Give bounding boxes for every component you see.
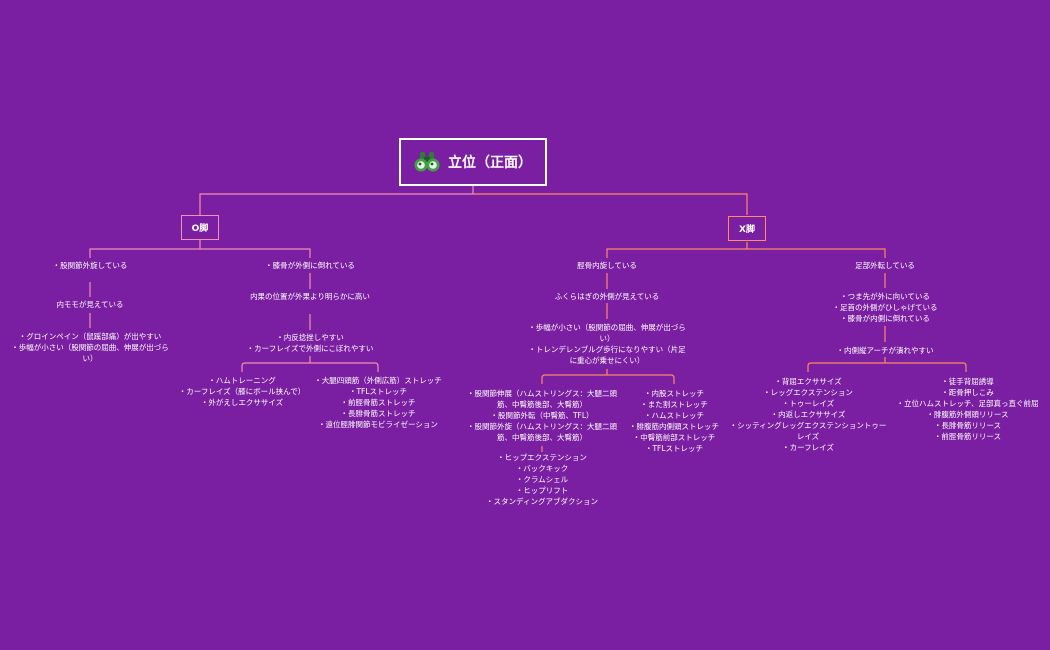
x-tibia-sub2-node[interactable]: ・歩幅が小さい（股関節の屈曲、伸展が出づら い） ・トレンデレンブルグ歩行になり… <box>527 322 687 366</box>
list-item: ・徒手背屈誘導 <box>941 377 994 386</box>
x-foot-left-list[interactable]: ・背屈エクササイズ ・レッグエクステンション ・トゥーレイズ ・内返しエクササイ… <box>728 376 888 453</box>
x-foot-right-list[interactable]: ・徒手背屈誘導 ・距骨押しこみ ・立位ハムストレッチ、足部真っ直ぐ前屈 ・腓腹筋… <box>895 376 1040 442</box>
o-hip-sub-node[interactable]: 内モモが見えている <box>20 299 160 310</box>
o-hip-items-node[interactable]: ・グロインペイン（鼠蹊部痛）が出やすい ・歩幅が小さい（股関節の屈曲、伸展が出づ… <box>5 331 175 364</box>
list-item: ・トゥーレイズ <box>781 399 835 408</box>
list-item: ・外がえしエクササイズ <box>200 398 284 407</box>
o-hip-node[interactable]: ・股関節外旋している <box>20 260 160 271</box>
o-patella-sub1-node[interactable]: 内果の位置が外果より明らかに高い <box>230 291 390 302</box>
binoculars-icon <box>414 152 440 172</box>
o-leg-node[interactable]: O脚 <box>181 215 219 240</box>
x-foot-node[interactable]: 足部外転している <box>825 260 945 271</box>
list-item: ・スタンディングアブダクション <box>486 497 598 506</box>
list-item: ・グロインペイン（鼠蹊部痛）が出やすい <box>18 332 162 341</box>
list-item: ・レッグエクステンション <box>763 388 853 397</box>
x-tibia-left-list[interactable]: ・股関節伸展（ハムストリングス：大腿二頭 筋、中臀筋後部、大臀筋） ・股関節外転… <box>467 388 617 443</box>
list-item: レイズ <box>796 432 820 441</box>
list-item: い） <box>599 334 615 343</box>
list-item: ・シッティングレッグエクステンショントゥー <box>729 421 887 430</box>
list-item: ・ハムトレーニング <box>208 376 276 385</box>
list-item: ・前脛骨筋ストレッチ <box>340 398 416 407</box>
x-foot-title: 足部外転している <box>855 261 915 270</box>
list-item: ・カーフレイズ（膝にボール挟んで） <box>178 387 306 396</box>
list-item: ・腓腹筋内側頭ストレッチ <box>629 422 719 431</box>
list-item: ・また割ストレッチ <box>640 400 708 409</box>
x-tibia-left-list2[interactable]: ・ヒップエクステンション ・バックキック ・クラムシェル ・ヒップリフト ・スタ… <box>482 452 602 507</box>
list-item: ・TFLストレッチ <box>644 444 704 453</box>
list-item: い） <box>82 354 98 363</box>
o-hip-sub: 内モモが見えている <box>56 300 124 309</box>
list-item: ・カーフレイズ <box>782 443 834 452</box>
list-item: ・距骨押しこみ <box>941 388 994 397</box>
list-item: ・遠位脛腓関節モビライゼーション <box>318 420 438 429</box>
list-item: ・股関節外転（中臀筋、TFL） <box>490 411 594 420</box>
x-tibia-right-list[interactable]: ・内股ストレッチ ・また割ストレッチ ・ハムストレッチ ・腓腹筋内側頭ストレッチ… <box>624 388 724 454</box>
list-item: ・腓腹筋外側頭リリース <box>926 410 1009 419</box>
list-item: ・膝骨が内側に倒れている <box>840 314 930 323</box>
list-item: ・前脛骨筋リリース <box>933 432 1002 441</box>
list-item: ・中臀筋前部ストレッチ <box>632 433 716 442</box>
list-item: ・内反捻挫しやすい <box>276 333 344 342</box>
x-tibia-title: 脛骨内旋している <box>577 261 637 270</box>
list-item: ・TFLストレッチ <box>348 387 408 396</box>
o-patella-sub1: 内果の位置が外果より明らかに高い <box>250 292 370 301</box>
x-foot-sub2-node[interactable]: ・内側縦アーチが潰れやすい <box>825 345 945 356</box>
list-item: に重心が乗せにくい） <box>569 356 645 365</box>
x-leg-node[interactable]: X脚 <box>728 216 766 241</box>
o-patella-sub2-node[interactable]: ・内反捻挫しやすい ・カーフレイズで外側にこぼれやすい <box>240 332 380 354</box>
x-tibia-node[interactable]: 脛骨内旋している <box>547 260 667 271</box>
root-title: 立位（正面） <box>448 155 532 171</box>
list-item: ・カーフレイズで外側にこぼれやすい <box>246 344 374 353</box>
x-foot-sub1-node[interactable]: ・つま先が外に向いている ・足首の外側がひしゃげている ・膝骨が内側に倒れている <box>815 291 955 324</box>
list-item: ・ハムストレッチ <box>644 411 704 420</box>
list-item: ・股関節外旋（ハムストリングス：大腿二頭 <box>467 422 617 431</box>
x-foot-sub2: ・内側縦アーチが潰れやすい <box>836 346 934 355</box>
x-leg-label: X脚 <box>739 225 755 235</box>
list-item: ・クラムシェル <box>515 475 569 484</box>
list-item: ・トレンデレンブルグ歩行になりやすい（片足 <box>528 345 686 354</box>
root-node[interactable]: 立位（正面） <box>399 138 547 186</box>
list-item: ・バックキック <box>515 464 569 473</box>
o-hip-title: ・股関節外旋している <box>52 261 128 270</box>
list-item: ・大腿四頭筋（外側広筋）ストレッチ <box>314 376 442 385</box>
x-tibia-sub1: ふくらはぎの外側が見えている <box>554 292 660 301</box>
list-item: ・股関節伸展（ハムストリングス：大腿二頭 <box>467 389 617 398</box>
o-patella-title: ・膝骨が外側に倒れている <box>265 261 355 270</box>
list-item: ・ヒップリフト <box>515 486 569 495</box>
list-item: ・長腓骨筋リリース <box>933 421 1002 430</box>
o-patella-right-list[interactable]: ・大腿四頭筋（外側広筋）ストレッチ ・TFLストレッチ ・前脛骨筋ストレッチ ・… <box>313 375 443 430</box>
o-patella-node[interactable]: ・膝骨が外側に倒れている <box>240 260 380 271</box>
list-item: ・足首の外側がひしゃげている <box>832 303 938 312</box>
list-item: ・内股ストレッチ <box>644 389 704 398</box>
list-item: ・歩幅が小さい（股関節の屈曲、伸展が出づら <box>528 323 686 332</box>
x-tibia-sub1-node[interactable]: ふくらはぎの外側が見えている <box>537 291 677 302</box>
list-item: ・背屈エクササイズ <box>774 377 842 386</box>
list-item: 筋、中臀筋後部、大臀筋） <box>497 400 587 409</box>
o-leg-label: O脚 <box>191 224 209 234</box>
list-item: 筋、中臀筋後部、大臀筋） <box>497 433 587 442</box>
list-item: ・内返しエクササイズ <box>770 410 846 419</box>
o-patella-left-list[interactable]: ・ハムトレーニング ・カーフレイズ（膝にボール挟んで） ・外がえしエクササイズ <box>177 375 307 408</box>
list-item: ・ヒップエクステンション <box>497 453 587 462</box>
list-item: ・つま先が外に向いている <box>840 292 930 301</box>
list-item: ・長腓骨筋ストレッチ <box>340 409 416 418</box>
list-item: ・歩幅が小さい（股関節の屈曲、伸展が出づら <box>11 343 169 352</box>
list-item: ・立位ハムストレッチ、足部真っ直ぐ前屈 <box>896 399 1039 408</box>
